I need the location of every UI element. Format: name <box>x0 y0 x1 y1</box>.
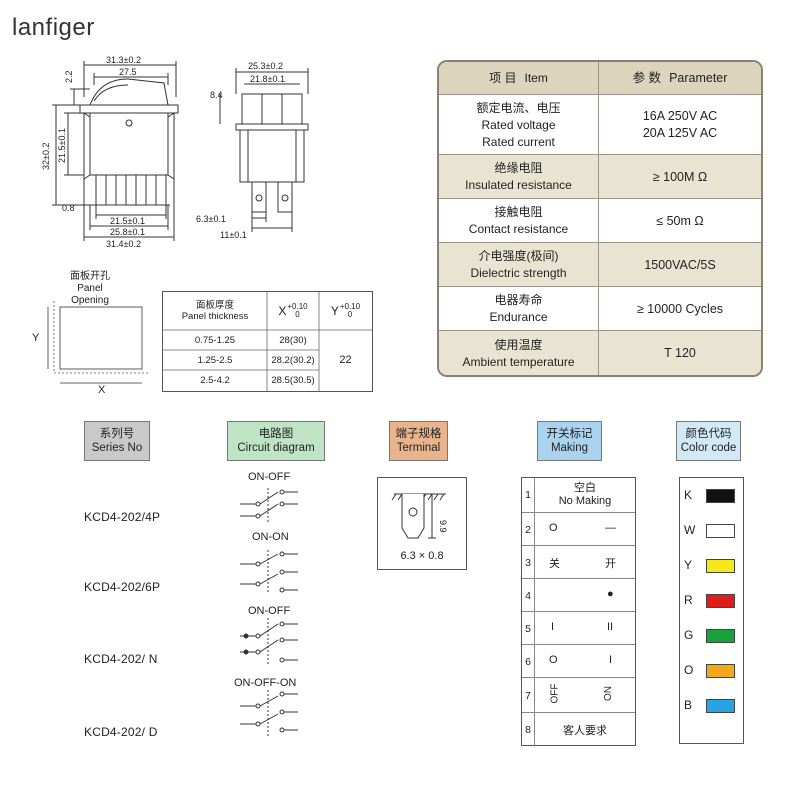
color-row-w: W <box>680 513 743 546</box>
parameter-table: 项 目 Item 参 数 Parameter 额定电流、电压 Rated vol… <box>437 60 763 377</box>
param-header-item: 项 目 Item <box>439 62 598 94</box>
circuit-label-1: ON-OFF <box>248 471 290 483</box>
color-swatch-y <box>706 559 735 573</box>
side-dim-top-inner: 21.8±0.1 <box>250 74 285 84</box>
front-dim-top-inner: 27.5 <box>119 67 137 77</box>
x-row-2: 28.2(30.2) <box>271 354 315 366</box>
color-row-b: B <box>680 688 743 721</box>
x-row-3: 28.5(30.5) <box>271 375 315 386</box>
x-tolerance-header: X +0.10 0 <box>278 302 308 319</box>
color-row-r: R <box>680 583 743 616</box>
thickness-header-cn: 面板厚度 <box>195 300 234 311</box>
color-swatch-o <box>706 664 735 678</box>
circuit-label-4: ON-OFF-ON <box>234 677 296 689</box>
series-model-4p: KCD4-202/4P <box>84 510 161 524</box>
terminal-dim-height: 9.9 <box>438 520 448 533</box>
marking-row-4: 4 ● <box>522 578 635 612</box>
thickness-header: 面板厚度 Panel thickness <box>163 292 267 330</box>
panel-x-label: X <box>98 384 106 395</box>
series-model-n: KCD4-202/ N <box>84 652 158 666</box>
param-row-dielectric: 介电强度(极间)Dielectric strength 1500VAC/5S <box>439 242 761 287</box>
front-dim-bottom-2: 25.8±0.1 <box>110 227 145 237</box>
circuit-diagrams: ON-OFF ON-ON ON-OFF ON-OFF-ON <box>234 471 298 736</box>
panel-thickness-table: 面板厚度 Panel thickness X +0.10 0 Y +0.10 0… <box>162 291 373 392</box>
param-row-rated: 额定电流、电压 Rated voltage Rated current 16A … <box>439 94 761 155</box>
thickness-row-3: 2.5-4.2 <box>200 375 230 386</box>
panel-opening-title-cn: 面板开孔 <box>70 271 110 282</box>
color-row-y: Y <box>680 548 743 581</box>
panel-opening-drawing: Y X <box>32 301 148 395</box>
y-tolerance-header: Y +0.10 0 <box>330 302 361 319</box>
series-model-d: KCD4-202/ D <box>84 725 158 739</box>
brand-logo-text: lanfiger <box>12 14 95 41</box>
marking-row-8: 8 客人要求 <box>522 712 635 746</box>
color-swatch-k <box>706 489 735 503</box>
marking-row-7: 7 OFF ON <box>522 677 635 713</box>
front-dim-left-small: 2.2 <box>64 70 74 83</box>
front-dim-left-body: 21.5±0.1 <box>57 128 67 163</box>
front-dim-bottom-3: 31.4±0.2 <box>106 239 141 249</box>
circuit-label-2: ON-ON <box>252 531 289 543</box>
front-dim-bottom-1: 21.5±0.1 <box>110 216 145 226</box>
circuit-label-3: ON-OFF <box>248 605 290 617</box>
x-row-1: 28(30) <box>279 334 307 346</box>
color-row-o: O <box>680 653 743 686</box>
front-dim-left-bottom: 0.8 <box>62 203 75 213</box>
color-swatch-r <box>706 594 735 608</box>
terminal-spec-box: 9.9 6.3 × 0.8 <box>377 477 467 570</box>
terminal-header: 端子规格 Terminal <box>389 421 448 461</box>
param-header-parameter: 参 数 Parameter <box>598 62 761 94</box>
making-header: 开关标记 Making <box>537 421 602 461</box>
thickness-header-en: Panel thickness <box>181 311 249 322</box>
side-dim-terminal: 6.3±0.1 <box>196 214 226 224</box>
color-row-g: G <box>680 618 743 651</box>
color-swatch-g <box>706 629 735 643</box>
color-swatch-b <box>706 699 735 713</box>
panel-opening-title: 面板开孔 Panel Opening <box>60 271 120 307</box>
side-dim-left: 8.4 <box>210 90 223 100</box>
marking-row-2: 2 O— <box>522 512 635 546</box>
marking-row-3: 3 关开 <box>522 545 635 579</box>
series-model-6p: KCD4-202/6P <box>84 580 161 594</box>
y-value: 22 <box>339 354 352 366</box>
thickness-row-1: 0.75-1.25 <box>194 334 236 346</box>
front-dim-left-height: 32±0.2 <box>41 143 51 170</box>
side-dim-top-outer: 25.3±0.2 <box>248 61 283 71</box>
panel-y-label: Y <box>32 332 40 344</box>
side-dim-spacing: 11±0.1 <box>220 230 247 240</box>
front-view-drawing: 31.3±0.2 27.5 2.2 32±0.2 21.5±0.1 0.8 21… <box>41 55 179 249</box>
marking-row-1: 1 空白 No Making <box>522 478 635 512</box>
front-dim-top-outer: 31.3±0.2 <box>106 55 141 65</box>
circuit-header: 电路图 Circuit diagram <box>227 421 325 461</box>
side-view-drawing: 25.3±0.2 21.8±0.1 8.4 6.3±0.1 11±0.1 <box>196 61 309 240</box>
param-header-row: 项 目 Item 参 数 Parameter <box>439 62 761 94</box>
color-swatch-w <box>706 524 735 538</box>
terminal-dim-size: 6.3 × 0.8 <box>400 550 444 562</box>
color-code-table: K W Y R G O B <box>679 477 744 744</box>
thickness-row-2: 1.25-2.5 <box>197 354 233 366</box>
color-code-header: 颜色代码 Color code <box>676 421 741 461</box>
color-row-k: K <box>680 478 743 511</box>
series-header: 系列号 Series No <box>84 421 150 461</box>
panel-opening-title-en: Panel Opening <box>71 283 109 306</box>
